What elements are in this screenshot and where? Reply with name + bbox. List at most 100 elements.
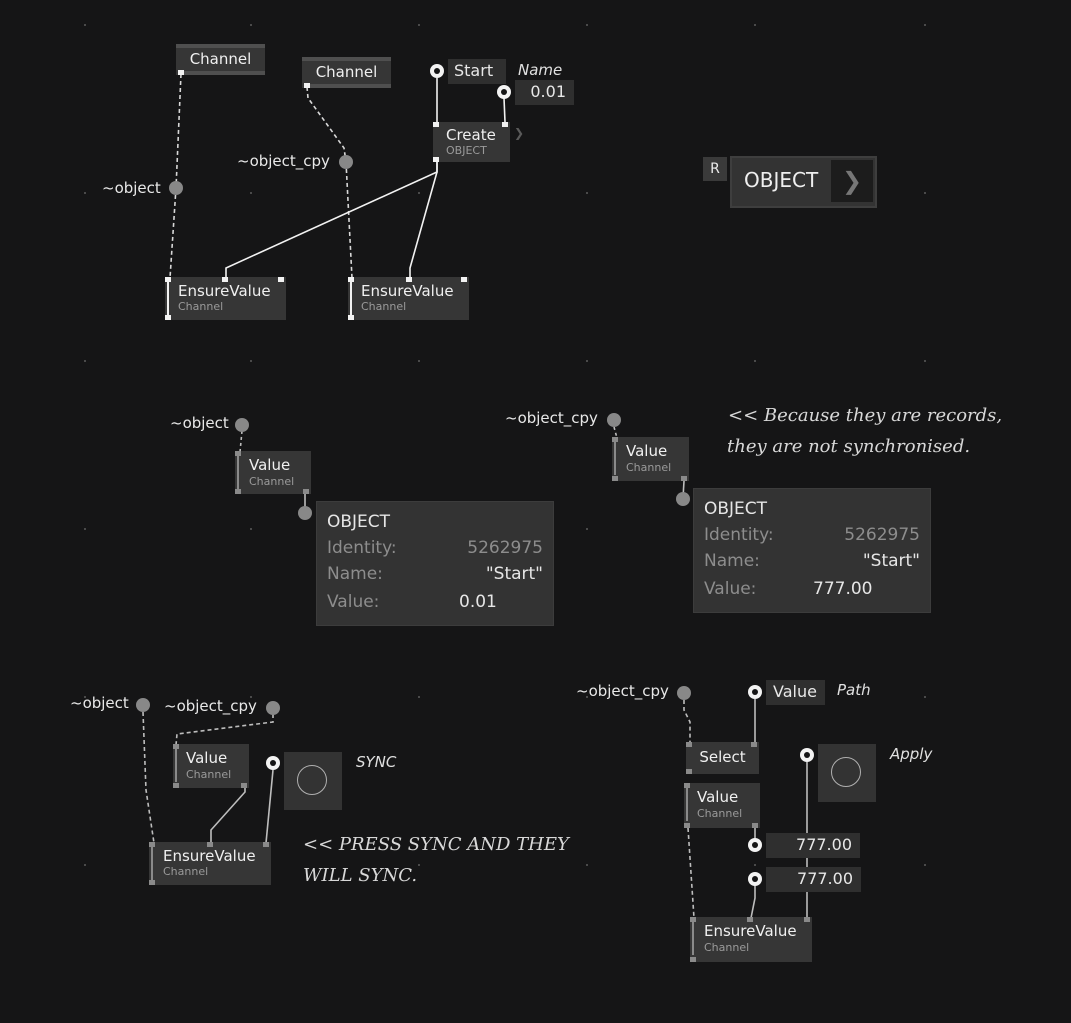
input-pin[interactable]: [461, 277, 467, 282]
input-pin[interactable]: [804, 917, 810, 922]
name-toggle-icon[interactable]: [497, 85, 511, 99]
object-button[interactable]: OBJECT ❯: [730, 156, 877, 208]
path-value-box[interactable]: Value: [766, 680, 825, 705]
grid-dot: [418, 24, 420, 26]
output-pin[interactable]: [681, 476, 687, 481]
output-pin[interactable]: [433, 157, 439, 162]
node-title: Channel: [315, 63, 378, 81]
grid-dot: [586, 192, 588, 194]
create-object-node[interactable]: Create OBJECT: [433, 122, 510, 162]
name-value-box[interactable]: 0.01: [515, 80, 574, 105]
value-output-pin[interactable]: [298, 506, 312, 520]
object-receive-pin[interactable]: [235, 418, 249, 432]
node-subtitle: Channel: [163, 865, 209, 878]
value-2-box[interactable]: 777.00: [766, 867, 861, 892]
ensure-value-node-bottom-left[interactable]: EnsureValue Channel: [149, 842, 271, 885]
input-pin[interactable]: [278, 277, 284, 282]
path-toggle-icon[interactable]: [748, 685, 762, 699]
input-pin[interactable]: [686, 742, 692, 747]
input-pin[interactable]: [747, 917, 753, 922]
wire: [683, 700, 691, 743]
output-pin[interactable]: [686, 769, 692, 774]
grid-dot: [84, 528, 86, 530]
grid-dot: [84, 24, 86, 26]
output-pin[interactable]: [165, 315, 171, 320]
output-pin[interactable]: [178, 70, 184, 75]
input-pin[interactable]: [502, 122, 508, 127]
grid-dot: [586, 696, 588, 698]
node-cap: [176, 44, 265, 48]
output-pin[interactable]: [684, 823, 690, 828]
object-button-label: OBJECT: [744, 168, 819, 192]
object-cpy-send-pin[interactable]: [339, 155, 353, 169]
value-2-toggle-icon[interactable]: [748, 872, 762, 886]
input-pin[interactable]: [222, 277, 228, 282]
input-pin[interactable]: [612, 437, 618, 442]
input-pin[interactable]: [235, 451, 241, 456]
output-pin[interactable]: [303, 489, 309, 494]
value-1-box[interactable]: 777.00: [766, 833, 860, 858]
node-bar: [614, 442, 616, 475]
output-pin[interactable]: [612, 476, 618, 481]
start-toggle-icon[interactable]: [430, 64, 444, 78]
node-bar: [151, 847, 153, 880]
output-pin[interactable]: [348, 315, 354, 320]
output-pin[interactable]: [690, 957, 696, 962]
channel-node-2[interactable]: Channel: [302, 57, 391, 88]
output-pin[interactable]: [752, 823, 758, 828]
select-node[interactable]: Select: [686, 742, 759, 774]
grid-dot: [586, 528, 588, 530]
name-key: Name:: [704, 551, 760, 571]
sync-label: SYNC: [356, 753, 397, 771]
output-pin[interactable]: [241, 783, 247, 788]
node-title: EnsureValue: [361, 282, 454, 300]
name-key: Name:: [327, 564, 383, 584]
wire: [142, 711, 155, 844]
wire: [239, 430, 243, 453]
channel-node-1[interactable]: Channel: [176, 44, 265, 75]
apply-toggle-icon[interactable]: [800, 748, 814, 762]
start-value-box[interactable]: Start: [448, 59, 506, 84]
output-pin[interactable]: [304, 83, 310, 88]
input-pin[interactable]: [684, 783, 690, 788]
wire: [750, 885, 756, 919]
apply-bang-button[interactable]: [818, 744, 876, 802]
object-cpy-receive-pin[interactable]: [677, 686, 691, 700]
ensure-value-node-2[interactable]: EnsureValue Channel: [348, 277, 469, 320]
input-pin[interactable]: [690, 917, 696, 922]
sync-toggle-icon[interactable]: [266, 756, 280, 770]
input-pin[interactable]: [149, 842, 155, 847]
input-pin[interactable]: [751, 742, 757, 747]
object-receive-pin[interactable]: [136, 698, 150, 712]
value-node-bottom-right[interactable]: Value Channel: [684, 783, 760, 828]
input-pin[interactable]: [165, 277, 171, 282]
input-pin[interactable]: [207, 842, 213, 847]
object-cpy-receive-pin[interactable]: [607, 413, 621, 427]
value-node-left[interactable]: Value Channel: [235, 451, 311, 494]
value-1-toggle-icon[interactable]: [748, 838, 762, 852]
sync-bang-button[interactable]: [284, 752, 342, 810]
grid-dot: [84, 360, 86, 362]
chevron-right-icon: ❯: [514, 126, 525, 140]
input-pin[interactable]: [348, 277, 354, 282]
value-output-pin[interactable]: [676, 492, 690, 506]
object-cpy-receive-label: ~object_cpy: [164, 697, 257, 715]
input-pin[interactable]: [263, 842, 269, 847]
value-node-bottom-left[interactable]: Value Channel: [173, 744, 249, 788]
input-pin[interactable]: [433, 122, 439, 127]
value-node-right[interactable]: Value Channel: [612, 437, 689, 481]
input-pin[interactable]: [173, 744, 179, 749]
node-cap: [310, 84, 391, 88]
output-pin[interactable]: [235, 489, 241, 494]
ensure-value-node-bottom-right[interactable]: EnsureValue Channel: [690, 917, 812, 962]
chevron-right-icon[interactable]: ❯: [831, 160, 873, 202]
output-pin[interactable]: [173, 783, 179, 788]
object-send-pin[interactable]: [169, 181, 183, 195]
ensure-value-node-1[interactable]: EnsureValue Channel: [165, 277, 286, 320]
output-pin[interactable]: [149, 880, 155, 885]
input-pin[interactable]: [406, 277, 412, 282]
grid-dot: [250, 24, 252, 26]
object-cpy-receive-pin[interactable]: [266, 701, 280, 715]
node-title: Select: [699, 748, 746, 766]
